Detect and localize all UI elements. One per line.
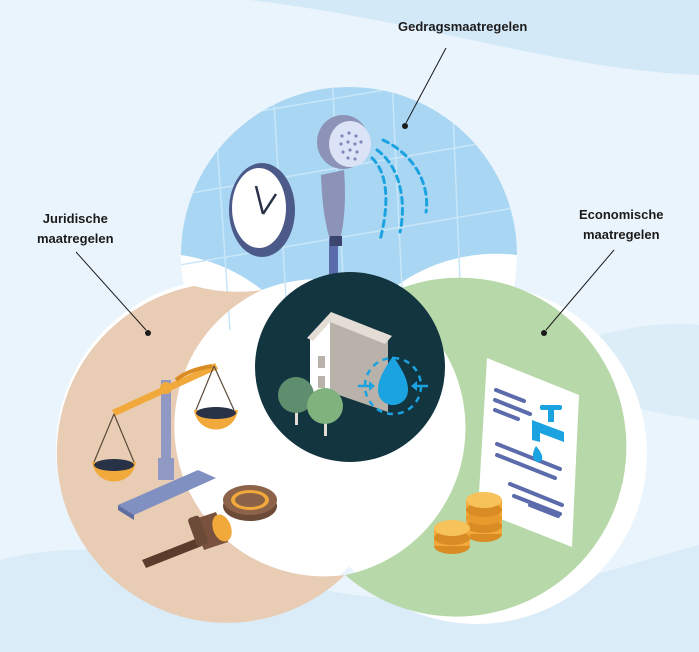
callout-left bbox=[75, 251, 151, 336]
coin-stack-icon bbox=[434, 492, 502, 554]
callout-right bbox=[541, 249, 615, 336]
label-left-line2: maatregelen bbox=[37, 231, 114, 246]
label-top-text: Gedragsmaatregelen bbox=[398, 19, 528, 34]
water-spray-icon bbox=[370, 138, 429, 242]
background-wave-top bbox=[0, 0, 699, 75]
tree-icon bbox=[278, 377, 343, 436]
shower-head-icon bbox=[317, 115, 371, 278]
balance-scale-icon bbox=[92, 363, 238, 520]
water-tap-icon bbox=[532, 405, 564, 462]
callout-top bbox=[402, 47, 447, 129]
label-economische-maatregelen: Economische maatregelen bbox=[579, 205, 664, 245]
wall-clock-icon bbox=[229, 163, 295, 257]
gavel-icon bbox=[142, 485, 277, 568]
left-circle bbox=[56, 286, 346, 623]
label-gedragsmaatregelen: Gedragsmaatregelen bbox=[398, 17, 527, 37]
water-drop-icon bbox=[358, 356, 428, 416]
label-juridische-maatregelen: Juridische maatregelen bbox=[37, 209, 114, 249]
house-icon bbox=[307, 312, 392, 412]
label-right-line1: Economische bbox=[579, 207, 664, 222]
label-right-line2: maatregelen bbox=[582, 227, 660, 242]
label-left-line1: Juridische bbox=[42, 211, 108, 226]
